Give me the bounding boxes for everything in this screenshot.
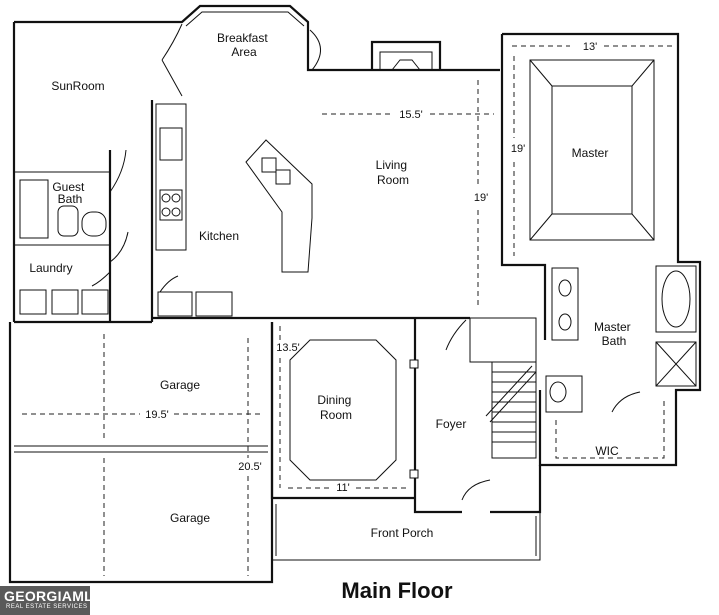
kitchen-fixtures: [155, 103, 313, 317]
master-bath-fixtures: [545, 265, 697, 459]
dining-line-2: Room: [320, 408, 352, 422]
dim-living-width: 15.5': [399, 109, 423, 121]
dim-garage-depth: 20.5': [238, 461, 262, 473]
plan-title: Main Floor: [341, 578, 453, 603]
dim-living-depth: 19': [474, 192, 488, 204]
living-dimensions: [322, 80, 494, 305]
dim-dining-depth: 13.5': [276, 342, 300, 354]
label-foyer: Foyer: [436, 417, 467, 431]
label-wic: WIC: [595, 444, 619, 458]
label-garage-lower: Garage: [170, 511, 210, 525]
logo-name: GEORGIAMLS: [4, 588, 103, 604]
label-laundry: Laundry: [29, 261, 72, 275]
master-bath-line-1: Master: [594, 320, 631, 334]
master-tray-ceiling: [512, 45, 672, 256]
label-breakfast-area: Breakfast Area: [217, 31, 271, 59]
dim-master-depth: 19': [511, 143, 525, 155]
georgia-mls-logo: GEORGIAMLS REAL ESTATE SERVICES: [0, 586, 102, 615]
dining-line-1: Dining: [317, 393, 351, 407]
label-garage-upper: Garage: [160, 378, 200, 392]
dimension-labels: 13' 19' 15.5' 19' 19.5' 20.5' 13.5' 11': [145, 41, 597, 494]
breakfast-line-1: Breakfast: [217, 31, 268, 45]
label-living-room: Living Room: [376, 158, 411, 187]
label-master-bath: Master Bath: [594, 320, 634, 348]
living-line-1: Living: [376, 158, 407, 172]
exterior-walls: [8, 4, 702, 584]
label-front-porch: Front Porch: [371, 526, 434, 540]
guest-line-2: Bath: [58, 192, 83, 206]
room-labels: Breakfast Area SunRoom Guest Bath Laundr…: [29, 31, 634, 540]
guest-bath-laundry: [19, 149, 129, 315]
dim-master-width: 13': [583, 41, 597, 53]
label-sunroom: SunRoom: [51, 79, 104, 93]
master-bath-line-2: Bath: [602, 334, 627, 348]
garage-details: [14, 334, 268, 576]
breakfast-bay: [161, 11, 321, 97]
dining-tray: [279, 326, 419, 489]
label-dining-room: Dining Room: [317, 393, 354, 422]
breakfast-line-2: Area: [231, 45, 257, 59]
dim-garage-width: 19.5': [145, 409, 169, 421]
living-line-2: Room: [377, 173, 409, 187]
dim-dining-width: 11': [336, 482, 350, 494]
logo-tagline: REAL ESTATE SERVICES: [6, 604, 88, 610]
guest-line-1: Guest: [52, 180, 85, 194]
label-master: Master: [572, 146, 609, 160]
label-kitchen: Kitchen: [199, 229, 239, 243]
stairs: [445, 317, 537, 501]
label-guest-bath: Guest Bath: [52, 180, 87, 206]
